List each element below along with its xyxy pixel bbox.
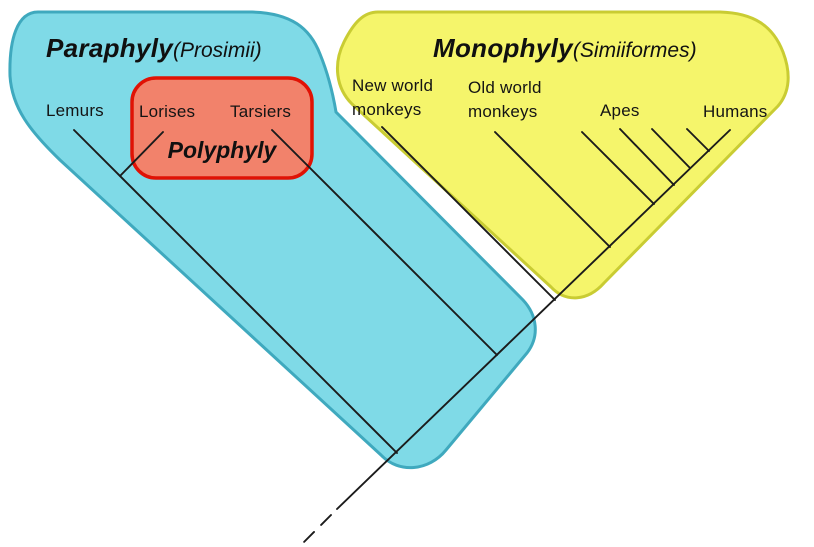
polyphyly-title-text: Polyphyly — [167, 137, 277, 163]
branch-lorises — [119, 131, 164, 177]
label-humans: Humans — [703, 102, 768, 121]
monophyly-region — [336, 10, 790, 300]
label-new-world-monkeys: New world monkeys — [352, 76, 434, 120]
branch-tarsiers — [271, 129, 498, 356]
monophyly-title: Monophyly(Simiiformes) — [433, 33, 697, 64]
branch-trunk — [336, 129, 731, 510]
paraphyly-title: Paraphyly(Prosimii) — [46, 33, 262, 64]
label-tarsiers: Tarsiers — [230, 102, 292, 121]
branch-ape-2 — [619, 128, 675, 186]
label-lemurs: Lemurs — [46, 101, 104, 120]
monophyly-subtitle-text: (Simiiformes) — [572, 39, 697, 62]
branch-new-world-monkeys — [381, 126, 556, 301]
branch-lemurs — [73, 129, 398, 454]
branch-ape-4 — [686, 128, 710, 152]
root-dashed-line — [297, 514, 332, 547]
branch-old-world-monkeys — [494, 131, 611, 248]
paraphyly-title-text: Paraphyly — [46, 33, 173, 63]
label-apes: Apes — [600, 101, 640, 120]
branch-ape-3 — [651, 128, 691, 169]
cladogram-lines — [73, 126, 731, 547]
polyphyly-region — [130, 76, 314, 180]
label-old-world-monkeys: Old world monkeys — [468, 78, 542, 122]
monophyly-title-text: Monophyly — [433, 33, 573, 63]
branch-ape-1 — [581, 131, 655, 205]
paraphyly-subtitle-text: (Prosimii) — [173, 39, 262, 62]
label-lorises: Lorises — [139, 102, 196, 121]
